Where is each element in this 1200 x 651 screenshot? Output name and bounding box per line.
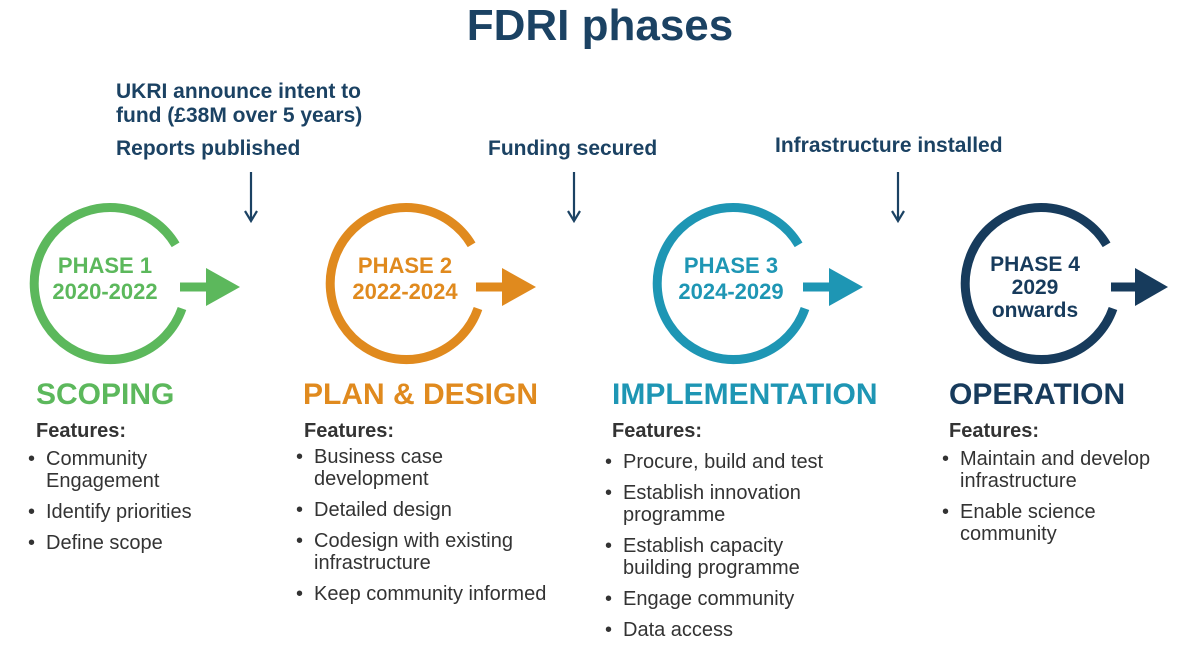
phase-label-line: PHASE 3 xyxy=(683,253,779,278)
list-item: Engage community xyxy=(605,588,865,610)
page-title: FDRI phases xyxy=(466,1,734,50)
phase-3-features-heading: Features: xyxy=(612,420,703,442)
phase-1-name: SCOPING xyxy=(36,378,175,411)
list-item: Procure, build and test xyxy=(605,451,865,473)
list-item: Establish capacity building programme xyxy=(605,535,843,579)
milestone-line: UKRI announce intent to xyxy=(116,80,361,103)
phase-1-features-heading: Features: xyxy=(36,420,127,442)
list-item: Establish innovation programme xyxy=(605,482,823,526)
phase-label-line: 2024-2029 xyxy=(678,279,784,304)
phase-2-label: PHASE 2 2022-2024 xyxy=(335,253,475,305)
down-arrow-icon xyxy=(891,172,905,224)
phase-4-name: OPERATION xyxy=(949,378,1126,411)
phase-2-features-heading: Features: xyxy=(304,420,395,442)
milestone-line: Reports published xyxy=(116,137,301,160)
milestone-funding-secured: Funding secured xyxy=(488,137,657,161)
list-item: Enable science community xyxy=(942,501,1110,545)
phase-4-features-heading: Features: xyxy=(949,420,1040,442)
down-arrow-icon xyxy=(244,172,258,224)
list-item: Identify priorities xyxy=(28,501,218,523)
list-item: Detailed design xyxy=(296,499,586,521)
circular-arrow-icon xyxy=(652,203,863,365)
list-item: Maintain and develop infrastructure xyxy=(942,448,1182,492)
list-item: Codesign with existing infrastructure xyxy=(296,530,554,574)
phase-3-feature-list: Procure, build and test Establish innova… xyxy=(605,451,865,650)
list-item: Data access xyxy=(605,619,865,641)
milestone-reports-published: Reports published xyxy=(116,137,300,161)
phase-label-line: PHASE 4 xyxy=(990,253,1080,276)
circular-arrow-icon xyxy=(325,203,536,365)
phase-label-line: onwards xyxy=(991,299,1079,322)
phase-4-label: PHASE 4 2029 onwards xyxy=(965,253,1105,322)
phase-label-line: 2020-2022 xyxy=(52,279,158,304)
phase-label-line: PHASE 2 xyxy=(357,253,453,278)
phase-2-feature-list: Business case development Detailed desig… xyxy=(296,446,586,614)
phase-1-label: PHASE 1 2020-2022 xyxy=(35,253,175,305)
phase-4-feature-list: Maintain and develop infrastructure Enab… xyxy=(942,448,1182,554)
down-arrow-icon xyxy=(567,172,581,224)
list-item: Keep community informed xyxy=(296,583,586,605)
milestone-line: Infrastructure installed xyxy=(775,134,1003,157)
phase-label-line: 2022-2024 xyxy=(352,279,458,304)
milestone-ukri-announce: UKRI announce intent to fund (£38M over … xyxy=(116,80,362,128)
milestone-infrastructure-installed: Infrastructure installed xyxy=(775,134,1003,158)
milestone-line: Funding secured xyxy=(488,137,658,160)
circular-arrow-icon xyxy=(29,203,240,365)
phase-2-name: PLAN & DESIGN xyxy=(303,378,539,411)
phase-label-line: 2029 xyxy=(1011,276,1059,299)
phase-3-name: IMPLEMENTATION xyxy=(612,378,878,411)
circular-arrow-icon xyxy=(960,203,1168,365)
list-item: Define scope xyxy=(28,532,218,554)
list-item: Community Engagement xyxy=(28,448,218,492)
phase-3-label: PHASE 3 2024-2029 xyxy=(661,253,801,305)
phase-1-feature-list: Community Engagement Identify priorities… xyxy=(28,448,218,563)
list-item: Business case development xyxy=(296,446,489,490)
phase-label-line: PHASE 1 xyxy=(57,253,153,278)
milestone-line: fund (£38M over 5 years) xyxy=(116,104,363,127)
